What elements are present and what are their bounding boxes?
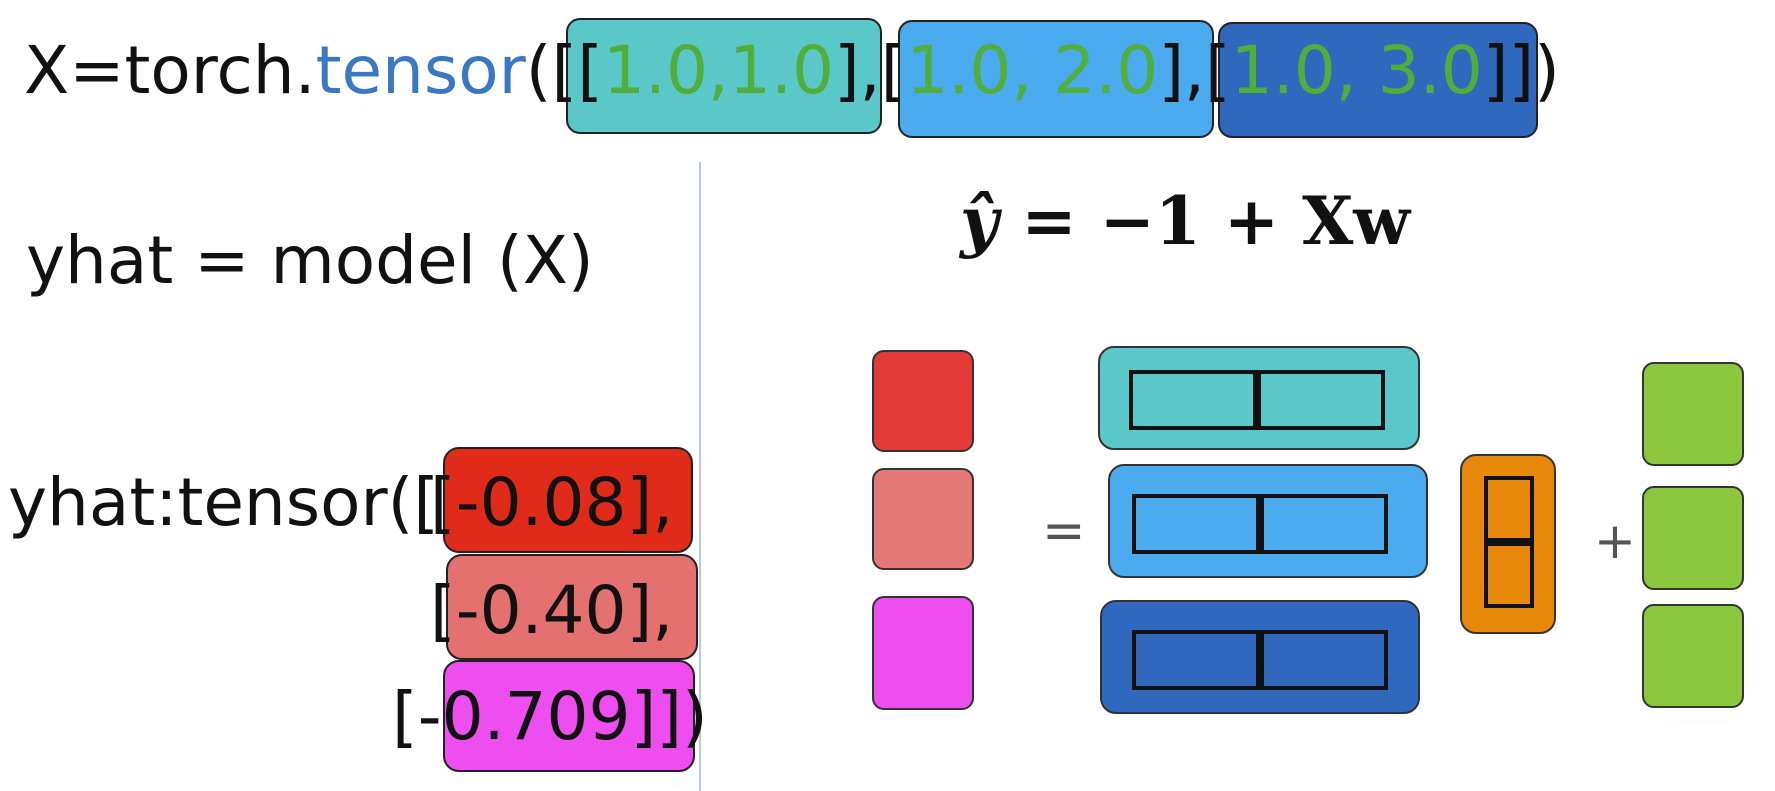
yhat-row3-highlight <box>443 660 695 772</box>
vertical-divider <box>699 162 701 791</box>
yhat-row2-highlight <box>446 554 698 660</box>
yhat-row3-close: ]]) <box>630 678 708 755</box>
bias-cell-3 <box>1642 604 1744 708</box>
code-separator-1: ],[ <box>833 32 907 109</box>
yhat-row1-value: -0.08 <box>455 464 627 541</box>
x-row1-highlight <box>566 18 882 134</box>
code-open-brackets: ([[ <box>525 32 604 109</box>
x-matrix-row1 <box>1098 346 1420 450</box>
output-tensor: yhat:tensor([ [-0.08], [-0.40], [-0.709]… <box>0 440 720 780</box>
code-separator-2: ],[ <box>1158 32 1231 109</box>
weight-cell-1 <box>1484 476 1534 546</box>
code-prefix: X=torch. <box>24 32 316 109</box>
weight-cell-2 <box>1484 538 1534 608</box>
code-close-brackets: ]]) <box>1482 32 1560 109</box>
yhat-row3: [-0.709]]) <box>392 684 708 750</box>
equation-lhs: ŷ <box>960 182 999 260</box>
equation: ŷ = −1 + Xw <box>960 188 1410 254</box>
tensor-definition: X=torch.tensor([[1.0,1.0],[1.0, 2.0],[1.… <box>24 38 1560 104</box>
yhat-row3-open: [- <box>392 678 442 755</box>
x-row3-cell-1 <box>1132 630 1264 690</box>
equals-sign: = <box>1042 501 1086 561</box>
x-matrix-row3 <box>1100 600 1420 714</box>
yhat-row2: [-0.40], <box>430 578 673 644</box>
x-row2-highlight <box>898 20 1214 138</box>
yhat-cell-1 <box>872 350 974 452</box>
bias-cell-1 <box>1642 362 1744 466</box>
yhat-row2-open: [ <box>430 572 456 649</box>
yhat-row1-open: [ <box>430 464 456 541</box>
output-prefix: yhat:tensor([ <box>8 464 440 541</box>
tensor-keyword: tensor <box>315 32 526 109</box>
x-matrix-row2 <box>1108 464 1428 578</box>
x-row2-values: 1.0, 2.0 <box>906 32 1159 109</box>
model-call: yhat = model (X) <box>26 222 594 299</box>
yhat-cell-3 <box>872 596 974 710</box>
yhat-row1: [-0.08], <box>430 470 673 536</box>
x-row1-values: 1.0,1.0 <box>603 32 834 109</box>
yhat-row3-value: 0.709 <box>441 678 631 755</box>
x-row3-highlight <box>1218 22 1538 138</box>
bias-cell-2 <box>1642 486 1744 590</box>
yhat-row1-highlight <box>443 447 693 553</box>
x-row2-cell-2 <box>1256 494 1388 554</box>
yhat-cell-2 <box>872 468 974 570</box>
weight-vector <box>1460 454 1556 634</box>
yhat-row2-close: ], <box>626 572 674 649</box>
code-line: X=torch.tensor([[1.0,1.0],[1.0, 2.0],[1.… <box>0 0 1775 150</box>
plus-sign: + <box>1594 512 1636 570</box>
yhat-row1-close: ], <box>626 464 674 541</box>
x-row3-values: 1.0, 3.0 <box>1230 32 1483 109</box>
equation-rhs: = −1 + Xw <box>1021 182 1411 260</box>
x-row2-cell-1 <box>1132 494 1264 554</box>
yhat-row2-value: -0.40 <box>455 572 627 649</box>
x-row1-cell-2 <box>1253 370 1385 430</box>
x-row3-cell-2 <box>1256 630 1388 690</box>
x-row1-cell-1 <box>1129 370 1261 430</box>
